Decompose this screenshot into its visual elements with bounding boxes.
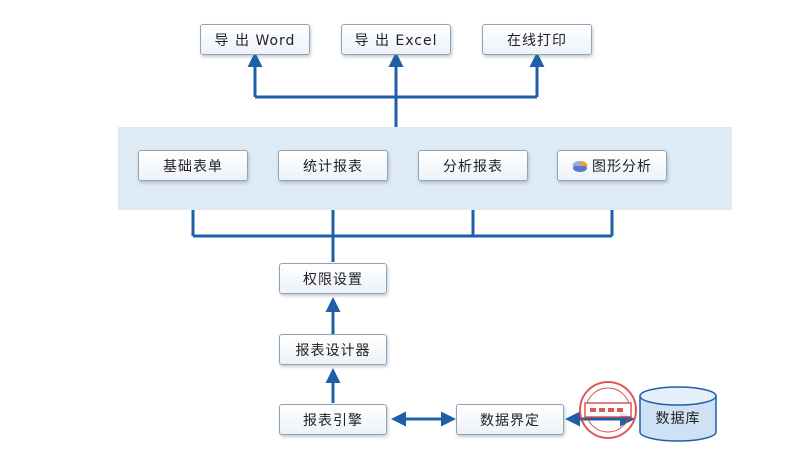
designer-label: 报表设计器	[295, 342, 371, 359]
report-basic-label: 基础表单	[163, 158, 223, 175]
pie-chart-icon	[572, 160, 588, 172]
watermark-stamp	[579, 381, 637, 439]
report-chart-label: 图形分析	[592, 158, 652, 175]
data-define-label: 数据界定	[480, 412, 540, 429]
data-definition[interactable]: 数据界定	[456, 404, 564, 435]
report-analysis[interactable]: 分析报表	[418, 150, 528, 181]
permission-settings[interactable]: 权限设置	[279, 263, 387, 294]
online-print-label: 在线打印	[507, 32, 567, 49]
export-word-button[interactable]: 导 出 Word	[200, 24, 310, 55]
online-print-button[interactable]: 在线打印	[482, 24, 592, 55]
report-stats-label: 统计报表	[303, 158, 363, 175]
report-designer[interactable]: 报表设计器	[279, 334, 387, 365]
export-word-label: 导 出 Word	[214, 32, 296, 49]
report-basic-form[interactable]: 基础表单	[138, 150, 248, 181]
report-analysis-label: 分析报表	[443, 158, 503, 175]
engine-label: 报表引擎	[303, 412, 363, 429]
export-excel-button[interactable]: 导 出 Excel	[341, 24, 451, 55]
export-excel-label: 导 出 Excel	[354, 32, 438, 49]
permission-label: 权限设置	[303, 271, 363, 288]
database-label: 数据库	[655, 411, 701, 427]
report-engine[interactable]: 报表引擎	[279, 404, 387, 435]
report-statistics[interactable]: 统计报表	[278, 150, 388, 181]
report-chart-analysis[interactable]: 图形分析	[557, 150, 667, 181]
database-cylinder-icon	[639, 386, 717, 442]
